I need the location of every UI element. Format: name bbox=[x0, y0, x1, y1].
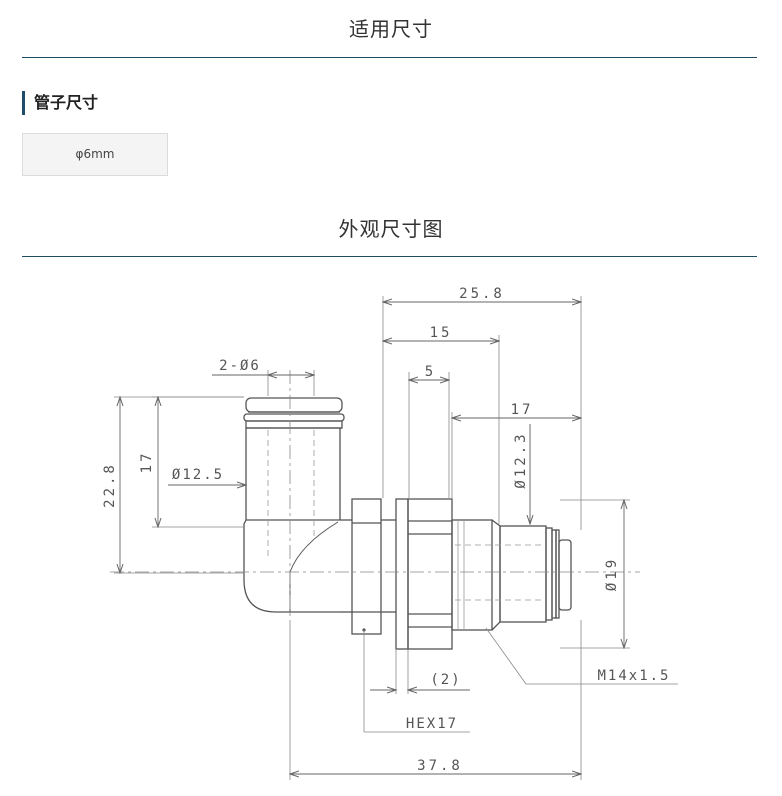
dim-hex: HEX17 bbox=[406, 716, 458, 732]
divider bbox=[22, 256, 757, 257]
dim-body-dia: Ø12.3 bbox=[513, 431, 529, 488]
center-lines bbox=[110, 370, 640, 620]
tube-size-heading: 管子尺寸 bbox=[22, 91, 98, 115]
thread-hatching bbox=[457, 520, 465, 630]
dim-nut-width: 5 bbox=[425, 364, 433, 380]
dim-fitting-length: 17 bbox=[511, 402, 534, 418]
dim-port-dia: 2-Ø6 bbox=[219, 358, 261, 374]
dim-total-width: 25.8 bbox=[459, 286, 505, 302]
dim-thread: M14x1.5 bbox=[597, 668, 670, 684]
dim-body-length: 15 bbox=[430, 325, 453, 341]
divider bbox=[22, 57, 757, 58]
tube-size-option[interactable]: φ6mm bbox=[22, 133, 168, 176]
dimension-lines bbox=[120, 302, 624, 774]
dim-elbow-height: 17 bbox=[139, 451, 155, 474]
section-title-applicable-size: 适用尺寸 bbox=[349, 17, 433, 41]
dim-gap: (2) bbox=[430, 672, 461, 688]
dim-elbow-dia: Ø12.5 bbox=[172, 467, 224, 483]
dim-overall-length: 37.8 bbox=[417, 758, 463, 774]
dim-flange-dia: Ø19 bbox=[604, 557, 620, 591]
fitting-outline bbox=[243, 397, 572, 650]
hidden-lines bbox=[267, 430, 545, 601]
dim-overall-height: 22.8 bbox=[102, 462, 118, 508]
section-title-dimension-drawing: 外观尺寸图 bbox=[338, 217, 444, 241]
